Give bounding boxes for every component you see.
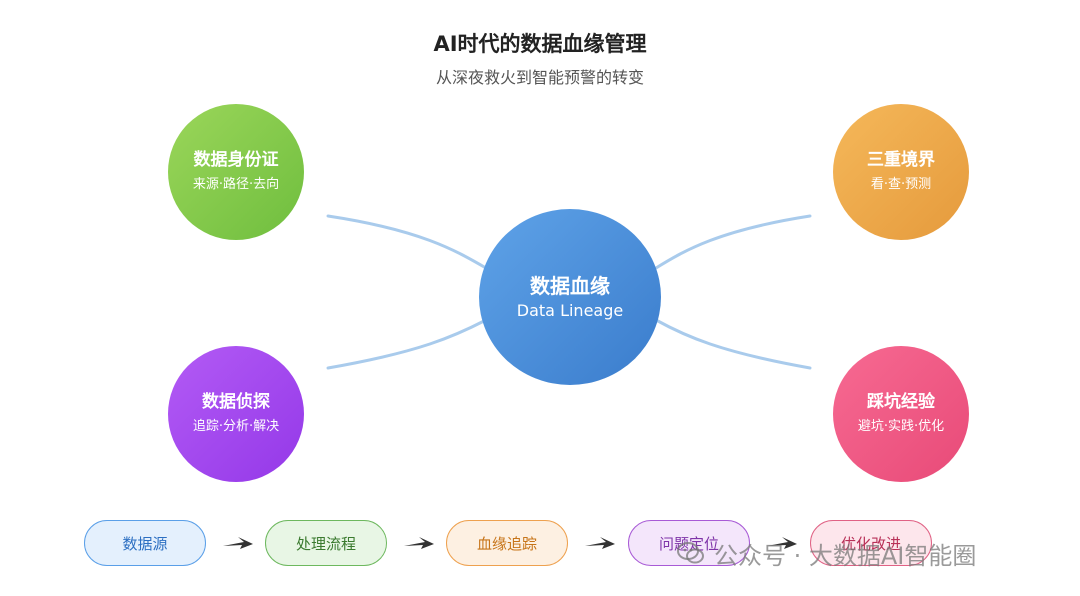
node-subtitle: 来源·路径·去向 <box>192 177 280 192</box>
page-title: AI时代的数据血缘管理 <box>433 32 647 56</box>
page-subtitle: 从深夜救火到智能预警的转变 <box>435 68 644 87</box>
connector-identity <box>326 214 488 270</box>
node-title: 三重境界 <box>867 150 935 170</box>
wechat-icon <box>677 542 704 564</box>
node-data-detective: 数据侦探 追踪·分析·解决 <box>168 346 304 482</box>
watermark-text: 公众号 · 大数据AI智能圈 <box>714 541 977 570</box>
center-node-title: 数据血缘 <box>530 274 610 298</box>
node-subtitle: 看·查·预测 <box>870 177 932 192</box>
node-data-identity: 数据身份证 来源·路径·去向 <box>168 104 304 240</box>
connector-pitfalls <box>654 318 812 370</box>
flow-step-processing: 处理流程 <box>265 520 387 566</box>
flow-step-optimization: 优化改进 <box>810 520 932 566</box>
connector-detective <box>326 318 488 370</box>
node-subtitle: 追踪·分析·解决 <box>192 419 280 434</box>
node-subtitle: 避坑·实践·优化 <box>857 419 945 434</box>
node-title: 数据身份证 <box>193 150 279 170</box>
connector-realms <box>654 214 812 270</box>
node-title: 数据侦探 <box>202 392 270 412</box>
node-pitfall-experience: 踩坑经验 避坑·实践·优化 <box>833 346 969 482</box>
arrow-right-icon <box>585 537 615 549</box>
node-title: 踩坑经验 <box>867 392 935 412</box>
flow-step-lineage-tracking: 血缘追踪 <box>446 520 568 566</box>
flow-step-data-source: 数据源 <box>84 520 206 566</box>
node-three-realms: 三重境界 看·查·预测 <box>833 104 969 240</box>
arrow-right-icon <box>404 537 434 549</box>
watermark: 公众号 · 大数据AI智能圈 <box>676 536 1056 570</box>
arrow-right-icon <box>223 537 253 549</box>
arrow-right-icon <box>767 537 797 549</box>
center-node-subtitle: Data Lineage <box>516 301 624 320</box>
center-node-data-lineage: 数据血缘 Data Lineage <box>479 209 661 385</box>
